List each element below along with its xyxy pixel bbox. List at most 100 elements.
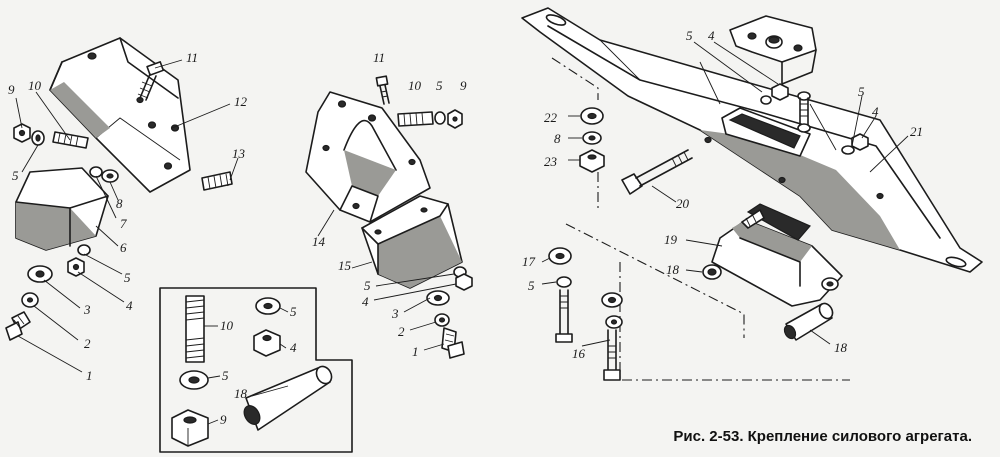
bolt-11-left <box>137 61 165 101</box>
washer-5-right-c <box>556 276 572 288</box>
right-leaders <box>541 41 909 347</box>
washer-7-left <box>89 166 103 178</box>
bolt-11-mid <box>375 75 390 105</box>
bolt-16-left <box>555 289 573 343</box>
callout-labels: 11 12 13 10 9 5 8 7 6 5 4 3 2 1 11 10 5 … <box>8 28 923 427</box>
callout-18: 18 <box>834 340 848 355</box>
callout-5: 5 <box>124 270 131 285</box>
callout-18: 18 <box>234 386 248 401</box>
crossmember-21 <box>521 7 983 273</box>
bolt-20 <box>621 149 693 195</box>
cushion-15-mid <box>361 195 463 289</box>
callout-22: 22 <box>544 110 558 125</box>
bolt-right-top <box>797 91 811 133</box>
stud-10-mid <box>397 111 434 127</box>
washer-5-mid-top <box>434 111 446 125</box>
bolt-1-left <box>5 311 31 341</box>
callout-19: 19 <box>664 232 678 247</box>
dash-line-left <box>551 57 599 210</box>
nut-4-inset <box>253 329 281 357</box>
washer-2-mid <box>434 313 450 327</box>
callout-5: 5 <box>436 78 443 93</box>
inset-frame <box>159 287 353 453</box>
callout-9: 9 <box>220 412 227 427</box>
mid-bracket-14 <box>305 91 431 223</box>
callout-4: 4 <box>362 294 369 309</box>
callout-13: 13 <box>232 146 246 161</box>
bolt-1-mid <box>441 327 465 359</box>
washer-5-right-b <box>841 145 855 155</box>
callout-9: 9 <box>8 82 15 97</box>
callout-3: 3 <box>83 302 91 317</box>
callout-2: 2 <box>84 336 91 351</box>
cushion-6-left <box>15 167 109 251</box>
callout-10: 10 <box>220 318 234 333</box>
nut-4-mid <box>455 273 473 291</box>
callout-2: 2 <box>398 324 405 339</box>
callout-15: 15 <box>338 258 352 273</box>
callout-5: 5 <box>12 168 19 183</box>
callout-17: 17 <box>522 254 536 269</box>
figure-caption: Рис. 2-53. Крепление силового агрегата. <box>673 428 972 445</box>
callout-8: 8 <box>116 196 123 211</box>
nut-9-left <box>13 123 31 143</box>
callout-7: 7 <box>120 216 127 231</box>
stud-10-left <box>52 131 89 149</box>
callout-18: 18 <box>666 262 680 277</box>
bolt-16-right <box>603 329 621 381</box>
nut-4-right-b <box>851 133 869 151</box>
washer-5-right-a <box>760 95 772 105</box>
dash-line-mid <box>565 223 850 381</box>
washer-8-right <box>582 131 602 145</box>
washer-5-left-mid <box>77 244 91 256</box>
sleeve-18-right <box>783 302 834 341</box>
bolt-right-mid <box>741 209 765 229</box>
mid-leaders <box>317 209 457 351</box>
washer-5-inset-top <box>255 297 281 315</box>
callout-6: 6 <box>120 240 127 255</box>
stud-10-inset <box>185 295 205 363</box>
washer-5-left-top <box>31 130 45 146</box>
callout-4: 4 <box>126 298 133 313</box>
washer-2-left <box>21 292 39 308</box>
callout-3: 3 <box>391 306 399 321</box>
left-leaders <box>15 59 239 373</box>
sleeve-18-inset <box>243 365 333 431</box>
washer-right-d <box>601 292 623 308</box>
callout-10: 10 <box>408 78 422 93</box>
callout-21: 21 <box>910 124 923 139</box>
stud-13 <box>201 171 233 191</box>
top-bracket <box>729 15 817 85</box>
washer-right-e <box>605 315 623 329</box>
callout-11: 11 <box>186 50 198 65</box>
callout-20: 20 <box>676 196 690 211</box>
nut-23 <box>579 149 605 173</box>
callout-1: 1 <box>86 368 93 383</box>
washer-17 <box>548 247 572 265</box>
callout-5: 5 <box>528 278 535 293</box>
callout-4: 4 <box>708 28 715 43</box>
callout-4: 4 <box>290 340 297 355</box>
callout-23: 23 <box>544 154 558 169</box>
callout-4: 4 <box>872 104 879 119</box>
washer-8-left <box>101 169 119 183</box>
callout-10: 10 <box>28 78 42 93</box>
nut-4-right-a <box>771 83 789 101</box>
callout-5: 5 <box>858 84 865 99</box>
callout-12: 12 <box>234 94 248 109</box>
washer-5-inset-bottom <box>179 370 209 390</box>
callout-1: 1 <box>412 344 419 359</box>
inset-leaders <box>204 307 289 425</box>
callout-8: 8 <box>554 131 561 146</box>
callout-14: 14 <box>312 234 326 249</box>
support-19 <box>702 203 843 307</box>
nut-9-inset <box>171 409 209 447</box>
washer-3-mid <box>426 290 450 306</box>
callout-5: 5 <box>364 278 371 293</box>
callout-5: 5 <box>686 28 693 43</box>
callout-11: 11 <box>373 50 385 65</box>
callout-5: 5 <box>222 368 229 383</box>
nut-9-mid <box>447 109 463 129</box>
callout-16: 16 <box>572 346 586 361</box>
